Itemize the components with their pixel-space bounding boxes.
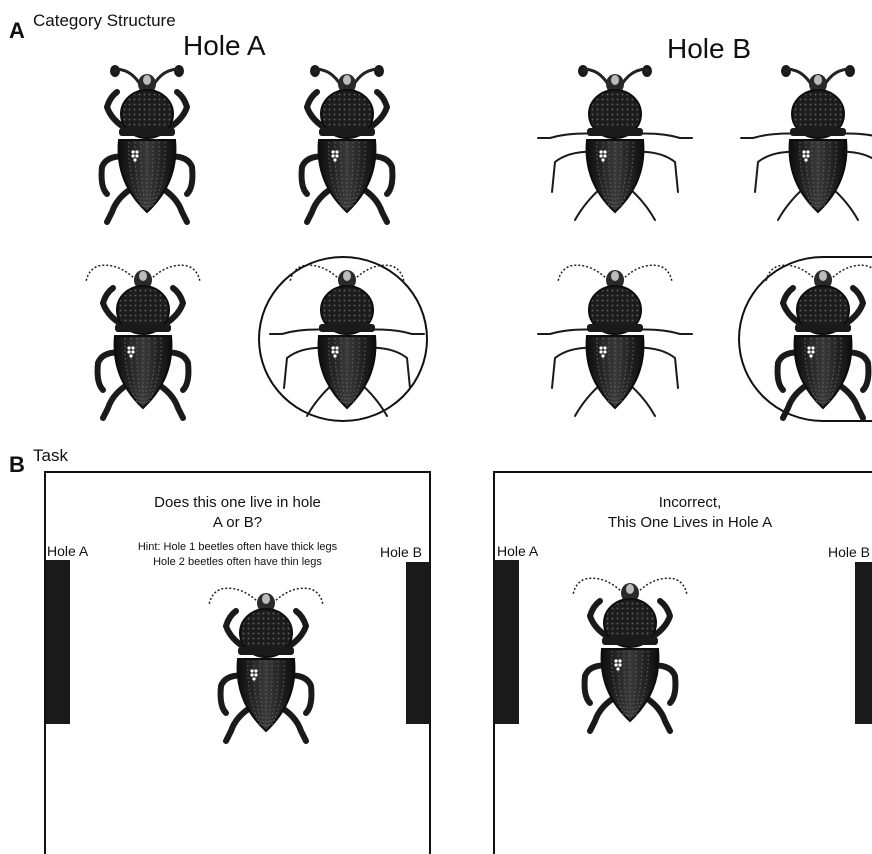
task-screen-feedback: Incorrect, This One Lives in Hole A Hole… — [493, 471, 872, 854]
feedback-line-2: This One Lives in Hole A — [495, 513, 872, 533]
hole-a-heading: Hole A — [183, 30, 266, 62]
hint-line-1: Hint: Hole 1 beetles often have thick le… — [46, 540, 429, 555]
panel-b-letter: B — [9, 452, 25, 478]
hole-b-beetle-4 — [738, 258, 872, 423]
hole-a-beetle-2 — [262, 62, 432, 227]
stimulus-beetle — [181, 581, 351, 746]
question-text: Does this one live in hole A or B? — [46, 493, 429, 533]
hole-a-beetle-4 — [262, 258, 432, 423]
hint-text: Hint: Hole 1 beetles often have thick le… — [46, 540, 429, 570]
right-hole-label: Hole B — [380, 544, 422, 560]
hole-b-door[interactable] — [406, 562, 430, 724]
hint-line-2: Hole 2 beetles often have thin legs — [46, 555, 429, 570]
hole-b-heading: Hole B — [667, 33, 751, 65]
panel-b-title: Task — [33, 446, 68, 466]
feedback-beetle — [545, 571, 715, 736]
hole-a-beetle-1 — [62, 62, 232, 227]
feedback-line-1: Incorrect, — [495, 493, 872, 513]
hole-b-beetle-3 — [530, 258, 700, 423]
panel-a-letter: A — [9, 18, 25, 44]
hole-b-beetle-2 — [733, 62, 872, 227]
hole-b-beetle-1 — [530, 62, 700, 227]
left-hole-label: Hole A — [497, 543, 538, 559]
task-screen-question: Does this one live in hole A or B? Hint:… — [44, 471, 431, 854]
question-line-2: A or B? — [46, 513, 429, 533]
feedback-text: Incorrect, This One Lives in Hole A — [495, 493, 872, 533]
right-hole-label: Hole B — [828, 544, 870, 560]
hole-a-door[interactable] — [495, 560, 519, 724]
panel-a-title: Category Structure — [33, 11, 176, 31]
hole-a-beetle-3 — [58, 258, 228, 423]
hole-a-door[interactable] — [46, 560, 70, 724]
hole-b-door[interactable] — [855, 562, 872, 724]
question-line-1: Does this one live in hole — [46, 493, 429, 513]
left-hole-label: Hole A — [47, 543, 88, 559]
